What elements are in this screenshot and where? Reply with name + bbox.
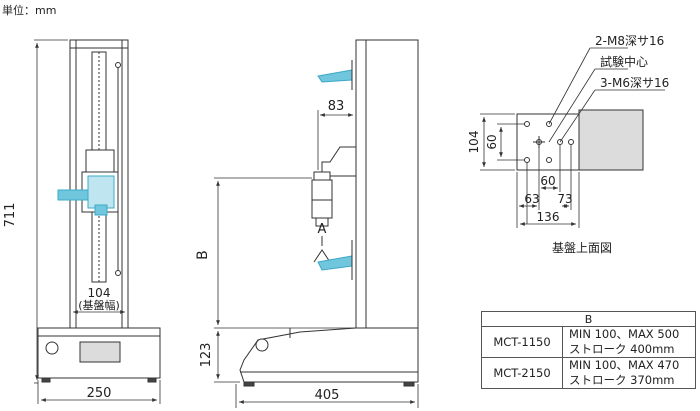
spec-model-2: MCT-2150 xyxy=(481,357,563,389)
top-left-offset-dim: 63 xyxy=(524,192,539,206)
side-crosshead xyxy=(321,146,357,177)
top-m6-holes-label: 3-M6深サ16 xyxy=(600,76,669,90)
front-column-width-note: (基盤幅) xyxy=(78,299,120,312)
side-detail-marker: A xyxy=(318,222,327,237)
side-view xyxy=(239,39,419,387)
table-row: MCT-1150 MIN 100、MAX 500 ストローク 400mm xyxy=(481,326,696,358)
front-base-width-dim: 250 xyxy=(87,386,112,401)
side-base xyxy=(239,327,419,383)
front-column-width-dim: 104 xyxy=(88,286,111,300)
front-view xyxy=(37,39,161,383)
side-knob xyxy=(255,338,269,352)
side-upper-fixture xyxy=(317,60,353,90)
top-view xyxy=(516,109,644,171)
top-total-width-dim: 136 xyxy=(537,210,560,224)
top-hole-pitch-dim: 60 xyxy=(540,174,555,188)
side-base-height-dim: 123 xyxy=(199,343,214,368)
side-column xyxy=(355,39,419,329)
front-fixture xyxy=(57,175,115,216)
top-view-title: 基盤上面図 xyxy=(552,241,612,255)
top-column-block xyxy=(578,109,644,171)
front-height-dim: 711 xyxy=(3,203,18,228)
top-inner-height-dim: 60 xyxy=(485,134,499,149)
side-stroke-label: B xyxy=(195,250,211,260)
spec-stroke-1: ストローク 400mm xyxy=(569,342,675,356)
front-knob xyxy=(45,341,59,355)
stroke-spec-table: B MCT-1150 MIN 100、MAX 500 ストローク 400mm M… xyxy=(481,311,696,389)
table-row: MCT-2150 MIN 100、MAX 470 ストローク 370mm xyxy=(481,357,696,389)
spec-range-2: MIN 100、MAX 470 xyxy=(569,358,680,372)
front-crosshead xyxy=(85,149,115,173)
front-display xyxy=(79,341,121,363)
spec-stroke-2: ストローク 370mm xyxy=(569,373,675,387)
spec-table-header: B xyxy=(481,311,696,327)
top-right-offset-dim: 73 xyxy=(557,192,572,206)
spec-model-1: MCT-1150 xyxy=(481,326,563,358)
side-lower-fixture xyxy=(317,240,353,280)
spec-range-1: MIN 100、MAX 500 xyxy=(569,327,680,341)
top-center-label: 試験中心 xyxy=(600,54,648,69)
side-depth-dim: 405 xyxy=(315,388,340,403)
top-height-dim: 104 xyxy=(467,131,481,154)
side-arm-reach-dim: 83 xyxy=(328,99,345,114)
unit-label: 単位：mm xyxy=(2,4,57,17)
top-m8-holes-label: 2-M8深サ16 xyxy=(595,34,664,48)
